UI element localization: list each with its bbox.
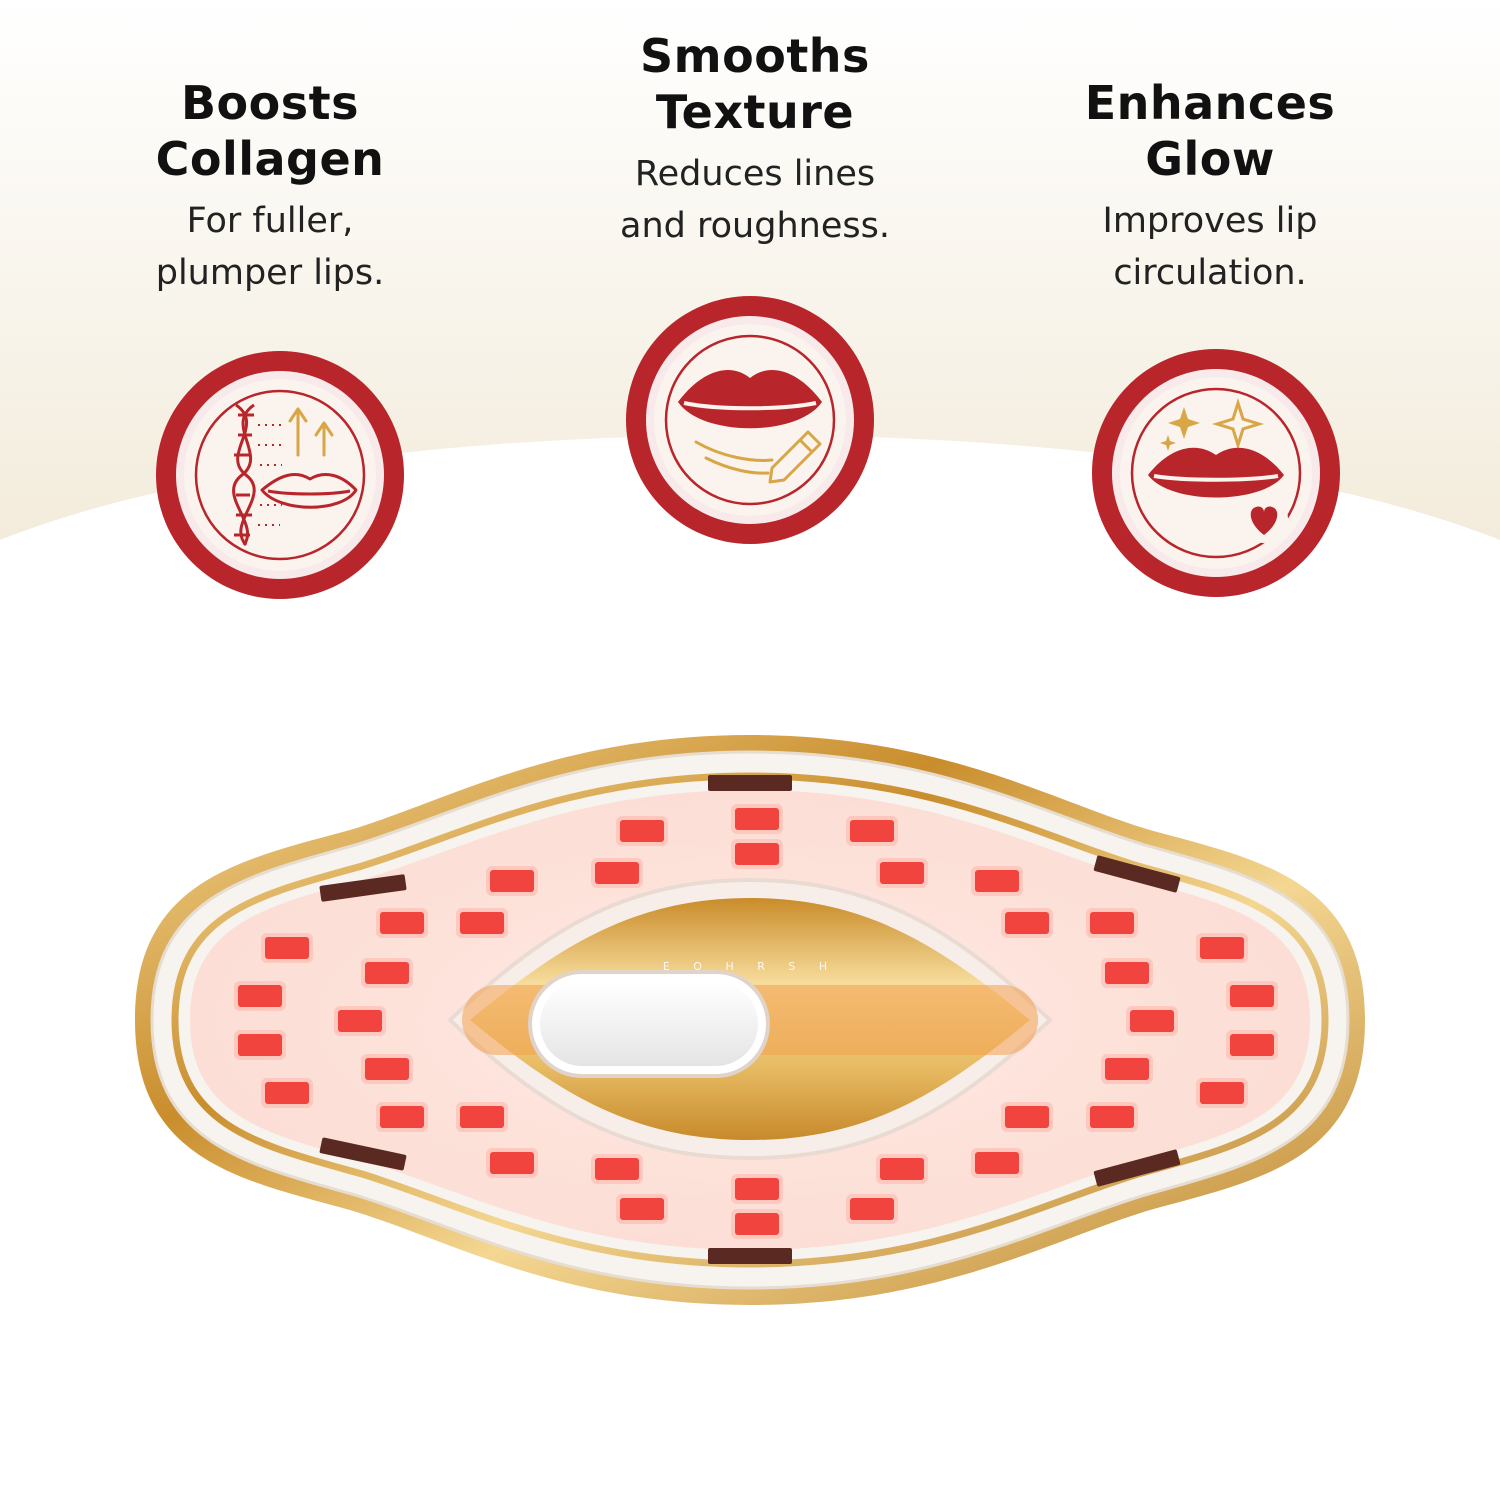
feature-title: Boosts Collagen: [155, 76, 385, 186]
led: [1005, 1106, 1049, 1128]
led: [380, 1106, 424, 1128]
led: [595, 1158, 639, 1180]
led: [1090, 912, 1134, 934]
contact-bars: [319, 775, 1181, 1264]
led: [735, 1178, 779, 1200]
led: [338, 1010, 382, 1032]
led: [1230, 985, 1274, 1007]
led: [735, 1213, 779, 1235]
led: [735, 843, 779, 865]
led: [1105, 962, 1149, 984]
dna-collagen-lips-icon: [156, 351, 404, 599]
brand-text: E O H R S H: [663, 960, 837, 973]
led: [975, 870, 1019, 892]
led: [1130, 1010, 1174, 1032]
feature-smooths-texture: Smooths Texture Reduces lines and roughn…: [595, 28, 915, 252]
led: [460, 1106, 504, 1128]
led: [265, 1082, 309, 1104]
feature-boosts-collagen: Boosts Collagen For fuller, plumper lips…: [120, 75, 420, 299]
led: [265, 937, 309, 959]
led: [850, 820, 894, 842]
led: [460, 912, 504, 934]
led: [880, 862, 924, 884]
sparkle-lips-heart-icon: [1092, 349, 1340, 597]
feature-description: Improves lip circulation.: [1102, 201, 1318, 293]
led: [365, 962, 409, 984]
feature-description: Reduces lines and roughness.: [620, 154, 890, 246]
led: [1005, 912, 1049, 934]
led: [1200, 937, 1244, 959]
led: [1105, 1058, 1149, 1080]
led: [620, 820, 664, 842]
led: [490, 870, 534, 892]
led: [735, 808, 779, 830]
led: [595, 862, 639, 884]
led: [238, 1034, 282, 1056]
led: [880, 1158, 924, 1180]
led: [238, 985, 282, 1007]
led: [975, 1152, 1019, 1174]
feature-title: Enhances Glow: [1084, 76, 1336, 186]
red-led-array: [234, 804, 1278, 1239]
led: [490, 1152, 534, 1174]
feature-enhances-glow: Enhances Glow Improves lip circulation.: [1060, 75, 1360, 299]
led: [1090, 1106, 1134, 1128]
led: [850, 1198, 894, 1220]
led: [620, 1198, 664, 1220]
led: [1200, 1082, 1244, 1104]
lips-smoothing-pen-icon: [626, 296, 874, 544]
led: [1230, 1034, 1274, 1056]
feature-title: Smooths Texture: [640, 29, 870, 139]
feature-description: For fuller, plumper lips.: [155, 201, 385, 293]
led: [380, 912, 424, 934]
led: [365, 1058, 409, 1080]
